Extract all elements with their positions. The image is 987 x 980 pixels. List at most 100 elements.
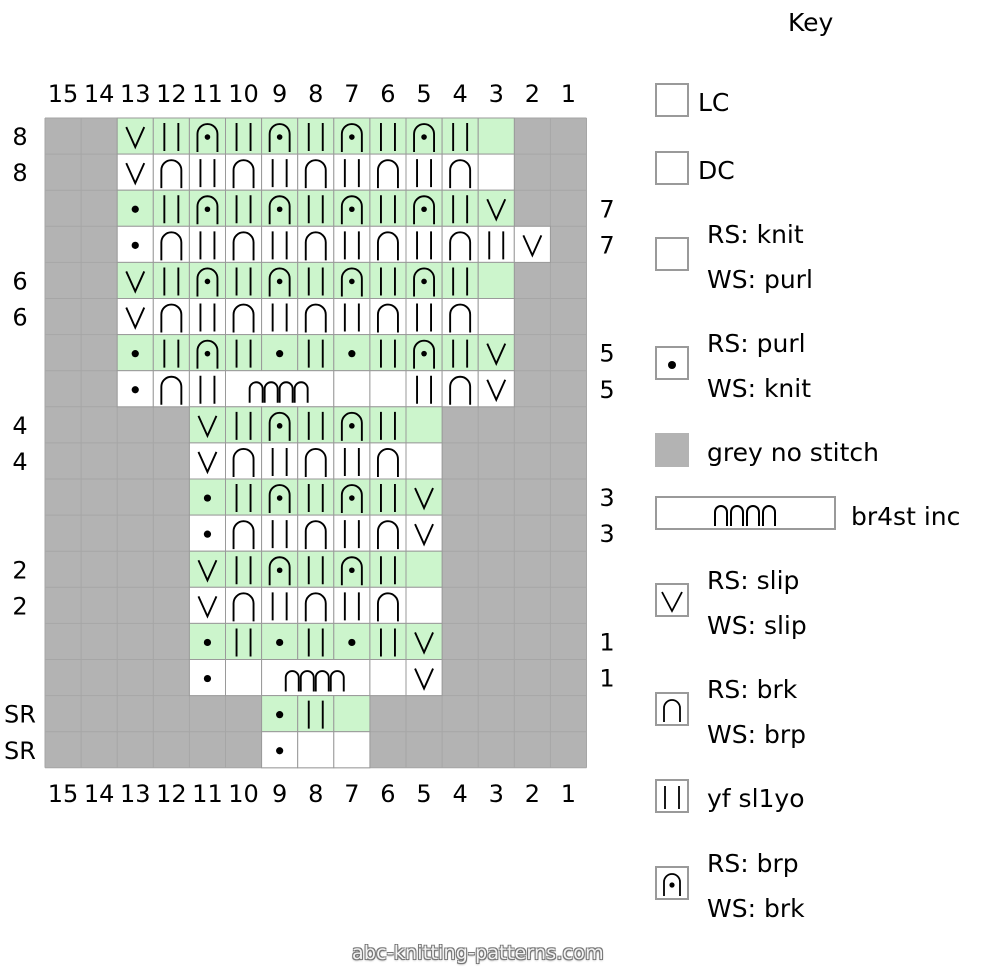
column-number: 5	[416, 780, 431, 808]
row-label: 7	[599, 231, 614, 259]
key-slip-rs-label: RS: slip	[707, 566, 800, 595]
brp-arch-dot-icon	[196, 123, 219, 153]
stitch-cell	[405, 153, 443, 191]
row-label: 3	[599, 520, 614, 548]
stitch-cell	[333, 586, 371, 624]
stitch-cell	[369, 298, 407, 336]
slip-v-icon	[414, 523, 434, 547]
dot-icon	[348, 350, 356, 358]
row-label: 6	[12, 267, 27, 295]
stitch-cell	[441, 298, 479, 336]
yf-sl1yo-bars-icon	[271, 592, 288, 621]
yf-sl1yo-bars-icon	[199, 231, 216, 260]
key-brp-ws-label: WS: brk	[707, 894, 805, 923]
stitch-cell	[369, 659, 407, 697]
brk-arch-icon	[232, 520, 255, 550]
stitch-cell	[297, 334, 335, 372]
stitch-cell	[188, 659, 226, 697]
dot-icon	[348, 638, 356, 647]
stitch-cell	[261, 153, 299, 191]
br4st-inc-icon	[284, 670, 345, 692]
stitch-cell	[297, 153, 335, 191]
row-label: 2	[12, 556, 27, 584]
stitch-cell	[297, 189, 335, 227]
key-purl-ws-label: WS: knit	[707, 374, 812, 403]
stitch-cell	[261, 514, 299, 552]
stitch-cell-br4st	[225, 370, 335, 408]
stitch-cell	[188, 442, 226, 480]
stitch-cell	[333, 189, 371, 227]
dot-icon	[203, 494, 212, 502]
yf-sl1yo-bars-icon	[235, 628, 252, 657]
stitch-cell	[333, 153, 371, 191]
yf-sl1yo-bars-icon	[163, 195, 180, 224]
column-number: 4	[453, 80, 468, 108]
stitch-cell	[261, 622, 299, 661]
row-label: 5	[599, 376, 614, 404]
stitch-cell	[477, 225, 515, 263]
stitch-cell	[225, 225, 263, 263]
yf-sl1yo-bars-icon	[199, 375, 216, 404]
slip-v-icon	[125, 126, 146, 150]
key-purl-swatch	[655, 346, 689, 380]
column-number: 6	[380, 780, 395, 808]
column-number: 13	[120, 80, 151, 108]
dot-icon	[203, 674, 212, 683]
yf-sl1yo-bars-icon	[452, 267, 469, 296]
brp-arch-dot-icon	[340, 411, 363, 441]
row-label: SR	[4, 737, 36, 765]
stitch-cell	[441, 261, 479, 299]
br4st-inc-icon	[714, 505, 776, 526]
key-brk-rs-label: RS: brk	[707, 675, 798, 704]
stitch-cell	[152, 261, 190, 299]
yf-sl1yo-bars-icon	[380, 411, 396, 440]
brk-arch-icon	[232, 159, 255, 189]
key-brp-swatch	[655, 866, 689, 900]
dot-icon	[203, 638, 212, 647]
yf-sl1yo-bars-icon	[452, 123, 469, 152]
column-number: 8	[308, 780, 323, 808]
yf-sl1yo-bars-icon	[343, 520, 360, 549]
brp-arch-dot-icon	[413, 195, 435, 225]
row-label: 8	[12, 123, 27, 151]
yf-sl1yo-bars-icon	[235, 411, 252, 440]
stitch-cell	[188, 550, 226, 588]
stitch-cell	[297, 731, 335, 769]
stitch-cell	[152, 117, 190, 155]
row-label: 4	[12, 412, 27, 440]
key-brk-swatch	[655, 692, 689, 726]
slip-v-icon	[486, 198, 507, 222]
stitch-cell	[405, 189, 443, 227]
stitch-cell	[261, 334, 299, 372]
dot-icon	[131, 205, 139, 213]
column-number: 11	[192, 80, 223, 108]
stitch-cell	[116, 117, 154, 155]
stitch-cell	[369, 514, 407, 552]
stitch-cell	[477, 261, 515, 299]
stitch-cell	[261, 261, 299, 299]
stitch-cell	[225, 189, 263, 227]
brp-arch-dot-icon	[340, 195, 363, 225]
column-number: 3	[489, 780, 504, 808]
yf-sl1yo-bars-icon	[307, 195, 324, 224]
stitch-cell-br4st	[261, 659, 371, 697]
stitch-cell	[261, 117, 299, 155]
row-label: 7	[599, 195, 614, 223]
row-label: 2	[12, 592, 27, 620]
yf-sl1yo-bars-icon	[163, 339, 180, 368]
column-number: 7	[344, 780, 359, 808]
stitch-cell	[225, 586, 263, 624]
key-yfsl1yo-swatch	[655, 779, 689, 813]
stitch-cell	[405, 659, 443, 697]
yf-sl1yo-bars-icon	[235, 195, 252, 224]
yf-sl1yo-bars-icon	[416, 159, 432, 188]
yf-sl1yo-bars-icon	[416, 375, 432, 404]
yf-sl1yo-bars-icon	[271, 520, 288, 549]
key-br4st-swatch	[655, 496, 836, 530]
yf-sl1yo-bars-icon	[380, 339, 396, 368]
stitch-cell	[477, 117, 515, 155]
stitch-cell	[188, 622, 226, 661]
stitch-cell	[261, 189, 299, 227]
